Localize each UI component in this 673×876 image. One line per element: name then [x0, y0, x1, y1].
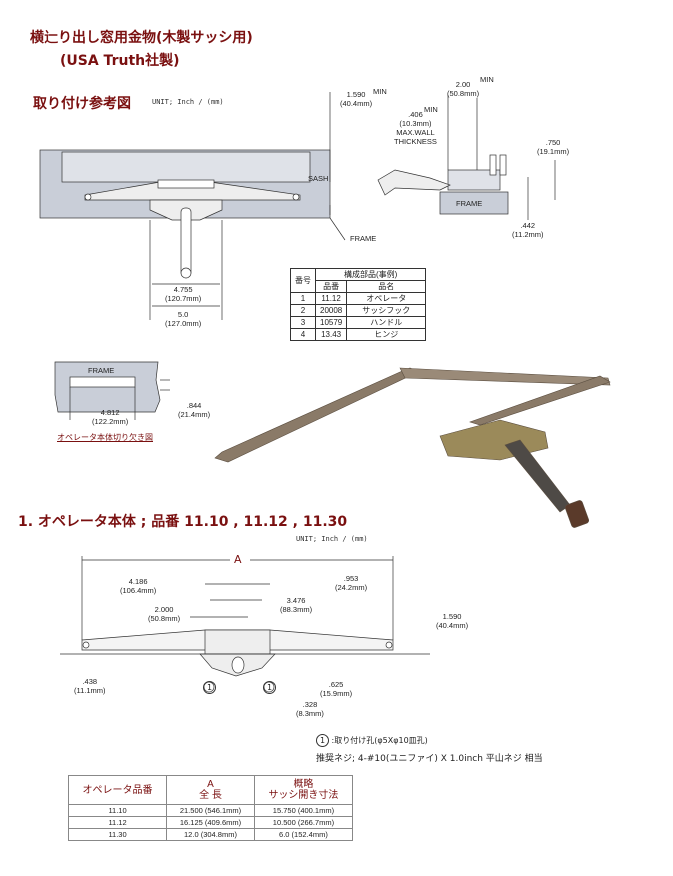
dim-clearance: 2.00(50.8mm) [447, 80, 480, 98]
dim-width-4755: 4.755(120.7mm) [165, 285, 202, 303]
dim-1590: 1.590(40.4mm) [436, 612, 469, 630]
col-group: 構成部品(事例) [314, 268, 427, 281]
dim-cutout-height: .844(21.4mm) [178, 401, 211, 419]
cutout-caption: オペレータ本体切り欠き図 [57, 433, 153, 442]
install-side-view [377, 95, 556, 220]
sash-label: SASH [308, 174, 329, 183]
operator-body-drawing [60, 556, 430, 693]
mounting-hole-marker: 1 [203, 681, 216, 694]
dim-cutout-width: 4.812(122.2mm) [92, 408, 129, 426]
dim-width-5: 5.0(127.0mm) [165, 310, 202, 328]
dim-sash-height: 1.590(40.4mm) [340, 90, 373, 108]
note-mounting-hole: 1 :取り付け孔(φ5Xφ10皿孔) [316, 734, 428, 747]
dim-953: .953(24.2mm) [335, 574, 368, 592]
col-no: 番号 [290, 268, 316, 293]
operator-heading: 1. オペレータ本体 ; 品番 11.10 , 11.12 , 11.30 [18, 514, 348, 530]
frame-label: FRAME [350, 234, 377, 243]
col-model: オペレータ品番 [67, 775, 168, 805]
install-unit: UNIT; Inch / (mm) [152, 98, 224, 106]
dim-750: .750(19.1mm) [537, 138, 570, 156]
frame-label-side: FRAME [456, 199, 483, 208]
dim-a-label: A [234, 553, 242, 566]
dim-328: .328(8.3mm) [296, 700, 324, 718]
dim-625: .625(15.9mm) [320, 680, 353, 698]
col-part-name: 品名 [346, 280, 427, 293]
dim-4186: 4.186(106.4mm) [120, 577, 157, 595]
col-opening: 概略サッシ開き寸法 [253, 775, 354, 805]
install-front-view [39, 92, 346, 320]
dim-min-label-2: MIN [480, 75, 494, 84]
dim-min-label-3: MIN [424, 105, 438, 114]
dim-3476: 3.476(88.3mm) [280, 596, 313, 614]
operator-photo [214, 367, 611, 528]
mounting-hole-marker: 1 [263, 681, 276, 694]
dim-2000: 2.000(50.8mm) [148, 605, 181, 623]
dim-442: .442(11.2mm) [512, 221, 544, 239]
note-recommended-screw: 推奨ネジ; 4-#10(ユニファイ) X 1.0inch 平山ネジ 相当 [316, 754, 543, 764]
doc-subtitle: (USA Truth社製) [60, 53, 180, 69]
install-heading: 取り付け参考図 [33, 96, 131, 112]
operator-unit: UNIT; Inch / (mm) [296, 535, 368, 543]
cutout-view [54, 361, 170, 420]
cutout-frame-label: FRAME [88, 366, 115, 375]
dim-min-label: MIN [373, 87, 387, 96]
col-part-no: 品番 [314, 280, 348, 293]
doc-title: 横辷り出し窓用金物(木製サッシ用) [30, 30, 253, 46]
dim-438: .438(11.1mm) [74, 677, 106, 695]
